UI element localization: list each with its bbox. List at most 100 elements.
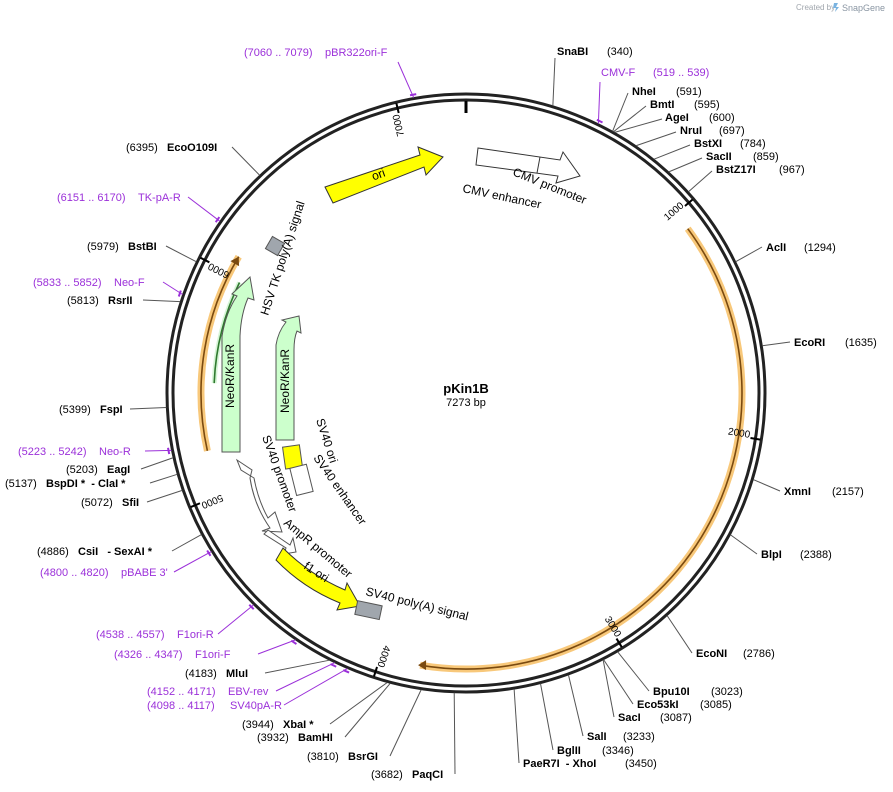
svg-text:(4183): (4183) bbox=[185, 668, 217, 680]
primer-label-f1ori-f[interactable]: (4326 .. 4347) F1ori-F bbox=[114, 649, 231, 661]
site-label-csii-sexai[interactable]: (4886) CsiI - SexAI * bbox=[37, 546, 153, 558]
site-label-xbai[interactable]: (3944) XbaI * bbox=[242, 719, 314, 731]
site-label-eagi[interactable]: (5203) EagI bbox=[66, 464, 130, 476]
feature-sv40-promoter[interactable] bbox=[235, 458, 283, 533]
site-label-bglii[interactable]: BglII (3346) bbox=[557, 745, 634, 757]
site-leader-line bbox=[142, 299, 181, 303]
site-label-bamhi[interactable]: (3932) BamHI bbox=[257, 732, 333, 744]
primer-binding-mark bbox=[290, 639, 298, 645]
site-label-nhei[interactable]: NheI (591) bbox=[632, 86, 702, 98]
feature-cmv-promoter[interactable] bbox=[475, 147, 581, 184]
site-leader-line bbox=[453, 692, 456, 775]
site-leader-line bbox=[635, 131, 677, 147]
svg-text:BspDI * - ClaI *: BspDI * - ClaI * bbox=[46, 478, 126, 490]
site-label-paer7i-xhoi[interactable]: PaeR7I - XhoI (3450) bbox=[523, 758, 657, 770]
site-label-agei[interactable]: AgeI (600) bbox=[665, 112, 735, 124]
svg-text:SacII: SacII bbox=[706, 151, 732, 163]
svg-text:(519 .. 539): (519 .. 539) bbox=[653, 67, 709, 79]
feature-label-cmv-enhancer: CMV enhancer bbox=[461, 181, 542, 211]
site-label-acli[interactable]: AclI (1294) bbox=[766, 242, 836, 254]
svg-text:(3810): (3810) bbox=[307, 751, 339, 763]
plasmid-size: 7273 bp bbox=[446, 397, 486, 409]
primer-label-ebv-rev[interactable]: (4152 .. 4171) EBV-rev bbox=[147, 686, 269, 698]
feature-neokanr-inner[interactable] bbox=[275, 315, 302, 441]
site-label-ecoo109i[interactable]: (6395) EcoO109I bbox=[126, 142, 217, 154]
site-label-econi[interactable]: EcoNI (2786) bbox=[696, 648, 775, 660]
primer-label-pbr322ori-f[interactable]: (7060 .. 7079) pBR322ori-F bbox=[244, 47, 388, 59]
svg-text:F1ori-F: F1ori-F bbox=[195, 649, 231, 661]
svg-text:(4800 .. 4820): (4800 .. 4820) bbox=[40, 567, 109, 579]
site-leader-line bbox=[231, 146, 261, 176]
site-label-saci[interactable]: SacI (3087) bbox=[618, 712, 692, 724]
site-leader-line bbox=[688, 170, 713, 193]
svg-text:(2388): (2388) bbox=[800, 549, 832, 561]
site-leader-line bbox=[653, 144, 691, 160]
site-label-mlui[interactable]: (4183) MluI bbox=[185, 668, 248, 680]
feature-hsv-tk-polya[interactable] bbox=[264, 235, 286, 257]
site-label-bstbi[interactable]: (5979) BstBI bbox=[87, 241, 157, 253]
site-label-sacii[interactable]: SacII (859) bbox=[706, 151, 779, 163]
primer-label-pbabe-3[interactable]: (4800 .. 4820) pBABE 3' bbox=[40, 567, 168, 579]
svg-text:(2157): (2157) bbox=[832, 486, 864, 498]
site-label-ecori[interactable]: EcoRI (1635) bbox=[794, 337, 877, 349]
primer-leader-line bbox=[144, 449, 172, 452]
credit-text: Created by bbox=[796, 3, 835, 12]
primer-binding-mark bbox=[596, 118, 603, 124]
site-leader-line bbox=[612, 92, 629, 132]
site-label-eco53ki[interactable]: Eco53kI (3085) bbox=[637, 699, 732, 711]
site-leader-line bbox=[567, 674, 584, 737]
feature-sv40-ori[interactable] bbox=[281, 444, 304, 470]
feature-sv40-enhancer[interactable] bbox=[289, 463, 314, 497]
snapgene-logo-icon bbox=[833, 3, 839, 12]
primer-label-tk-pa-r[interactable]: (6151 .. 6170) TK-pA-R bbox=[57, 192, 181, 204]
svg-text:BamHI: BamHI bbox=[298, 732, 333, 744]
site-label-bspdi-clai[interactable]: (5137) BspDI * - ClaI * bbox=[5, 478, 126, 490]
svg-text:NruI: NruI bbox=[680, 125, 702, 137]
svg-text:BstBI: BstBI bbox=[128, 241, 157, 253]
svg-text:BsrGI: BsrGI bbox=[348, 751, 378, 763]
site-label-xmni[interactable]: XmnI (2157) bbox=[784, 486, 864, 498]
site-leader-line bbox=[540, 683, 554, 751]
primer-label-f1ori-r[interactable]: (4538 .. 4557) F1ori-R bbox=[96, 629, 214, 641]
site-leader-line bbox=[264, 659, 330, 674]
primer-label-sv40pa-r[interactable]: (4098 .. 4117) SV40pA-R bbox=[147, 700, 282, 712]
site-leader-line bbox=[603, 659, 634, 705]
svg-text:(3944): (3944) bbox=[242, 719, 274, 731]
feature-label-ori: ori bbox=[370, 166, 387, 184]
feature-ampr-promoter[interactable] bbox=[263, 529, 297, 555]
svg-text:(595): (595) bbox=[694, 99, 720, 111]
scale-tick-label: 7000 bbox=[391, 113, 407, 138]
site-label-sali[interactable]: SalI (3233) bbox=[587, 731, 655, 743]
site-label-sfii[interactable]: (5072) SfiI bbox=[81, 497, 139, 509]
feature-f1-ori[interactable] bbox=[275, 547, 361, 611]
svg-text:CMV-F: CMV-F bbox=[601, 67, 636, 79]
svg-text:PaqCI: PaqCI bbox=[412, 769, 443, 781]
site-leader-line bbox=[140, 457, 174, 470]
scale-tick bbox=[395, 103, 400, 114]
credit-brand: SnapGene bbox=[842, 3, 885, 13]
site-label-paqci[interactable]: (3682) PaqCI bbox=[371, 769, 443, 781]
primer-label-neo-f[interactable]: (5833 .. 5852) Neo-F bbox=[33, 277, 145, 289]
site-label-blpi[interactable]: BlpI (2388) bbox=[761, 549, 832, 561]
site-label-bstxi[interactable]: BstXI (784) bbox=[694, 138, 766, 150]
feature-neokanr-outer[interactable] bbox=[221, 275, 255, 453]
site-leader-line bbox=[344, 682, 391, 738]
site-label-bmti[interactable]: BmtI (595) bbox=[650, 99, 720, 111]
site-label-fspi[interactable]: (5399) FspI bbox=[59, 404, 123, 416]
svg-text:(3087): (3087) bbox=[660, 712, 692, 724]
feature-ori[interactable] bbox=[324, 146, 444, 204]
site-label-bpu10i[interactable]: Bpu10I (3023) bbox=[653, 686, 743, 698]
primer-label-cmv-f[interactable]: CMV-F (519 .. 539) bbox=[601, 67, 709, 79]
feature-sv40-polya[interactable] bbox=[354, 600, 383, 621]
primer-label-neo-r[interactable]: (5223 .. 5242) Neo-R bbox=[18, 446, 131, 458]
site-leader-line bbox=[617, 651, 650, 692]
site-label-nrui[interactable]: NruI (697) bbox=[680, 125, 745, 137]
site-label-snabi[interactable]: SnaBI (340) bbox=[557, 46, 633, 58]
site-label-bstz17i[interactable]: BstZ17I (967) bbox=[716, 164, 805, 176]
primer-leader-line bbox=[257, 639, 296, 655]
band-arrowhead bbox=[418, 660, 427, 671]
site-leader-line bbox=[753, 479, 781, 492]
site-label-rsrii[interactable]: (5813) RsrII bbox=[67, 295, 132, 307]
site-label-bsrgi[interactable]: (3810) BsrGI bbox=[307, 751, 378, 763]
